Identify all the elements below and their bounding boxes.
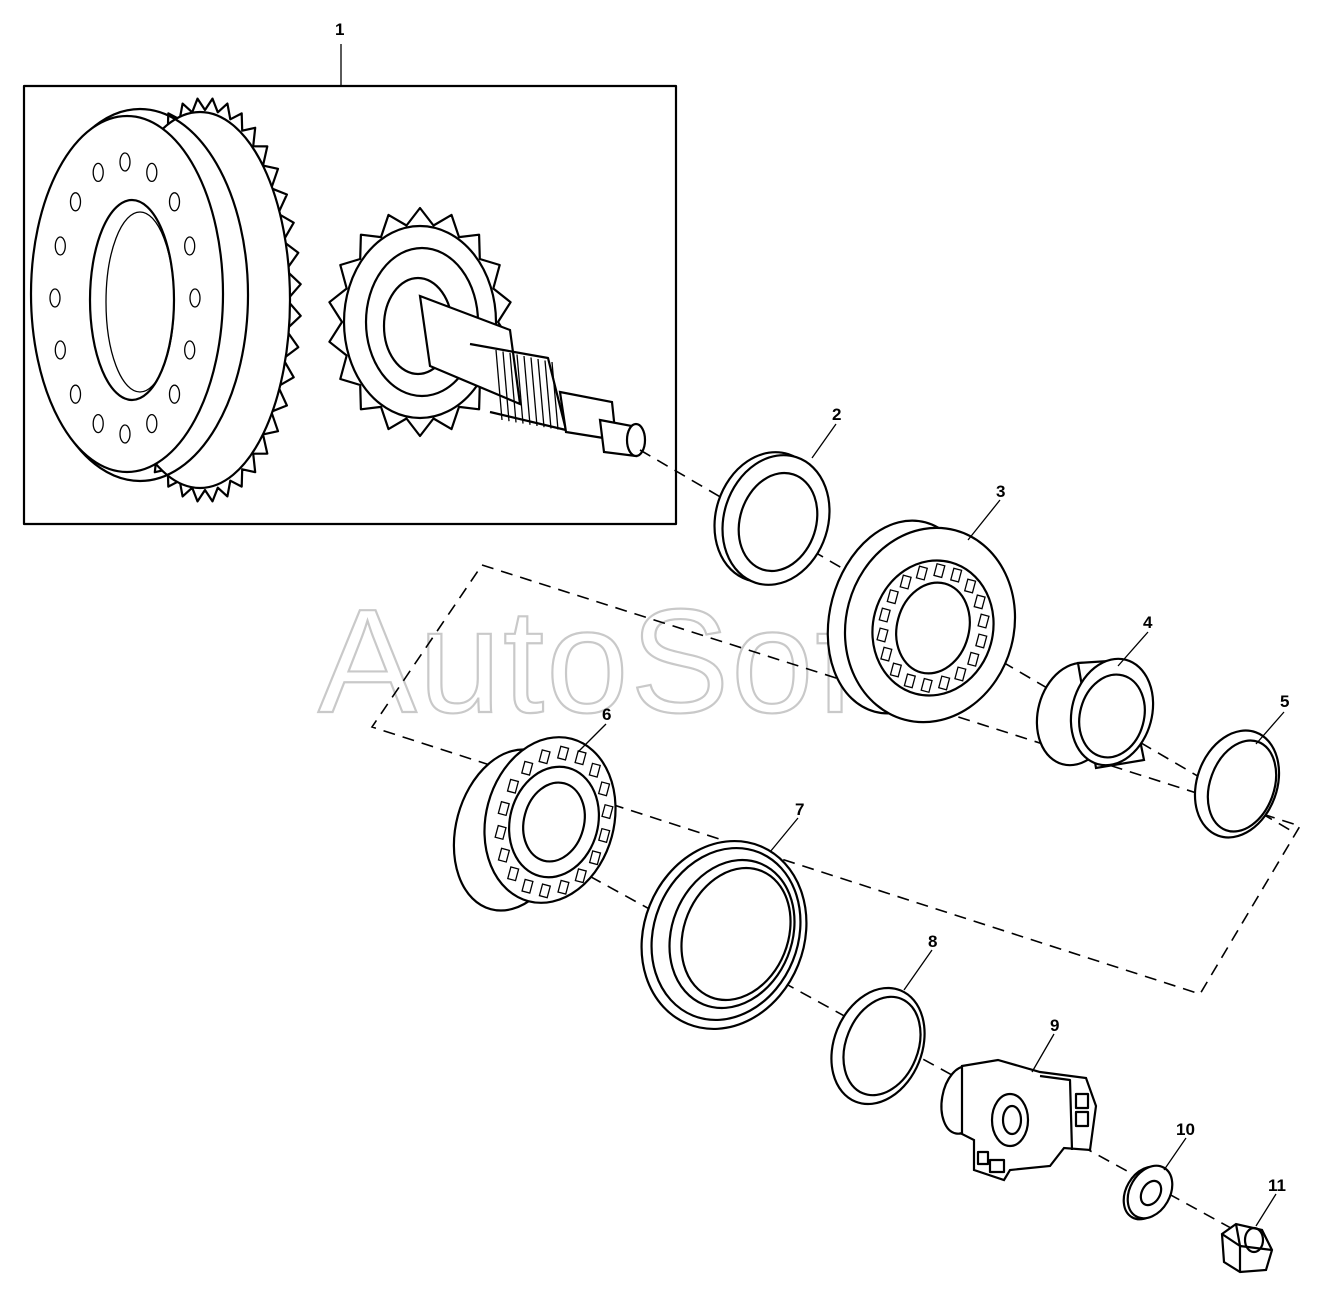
part-11-nut[interactable] [1220, 1222, 1274, 1274]
label-part-7: 7 [795, 800, 804, 819]
subassembly-bracket [370, 564, 1302, 995]
part-10-washer[interactable] [1115, 1158, 1182, 1227]
part-4-bearing-cup[interactable] [1026, 649, 1165, 774]
label-part-2: 2 [832, 405, 841, 424]
part-1-ring-and-pinion-set[interactable] [22, 44, 678, 526]
part-3-roller-bearing[interactable] [807, 504, 1036, 741]
label-part-4: 4 [1143, 613, 1153, 632]
label-part-6: 6 [602, 705, 611, 724]
part-7-oil-seal[interactable] [614, 816, 834, 1054]
part-8-spacer[interactable] [815, 974, 942, 1118]
label-part-5: 5 [1280, 692, 1289, 711]
part-9-pinion-yoke[interactable] [936, 1058, 1098, 1182]
ring-gear-illustration [29, 97, 302, 503]
part-6-roller-bearing[interactable] [437, 722, 634, 923]
leader-lines [577, 423, 1285, 1227]
label-part-8: 8 [928, 932, 937, 951]
label-part-3: 3 [996, 482, 1005, 501]
part-2-shim[interactable] [698, 438, 846, 599]
label-part-1: 1 [335, 20, 344, 39]
label-part-11: 11 [1268, 1176, 1286, 1195]
label-part-9: 9 [1050, 1016, 1059, 1035]
label-part-10: 10 [1176, 1120, 1195, 1139]
watermark: AutoSoft [318, 579, 902, 744]
part-labels: 1 2 3 4 5 6 7 8 9 10 11 [335, 20, 1289, 1195]
pinion-gear-illustration [328, 206, 647, 458]
part-1-frame [22, 84, 678, 526]
part-5-bearing-race[interactable] [1181, 719, 1294, 850]
